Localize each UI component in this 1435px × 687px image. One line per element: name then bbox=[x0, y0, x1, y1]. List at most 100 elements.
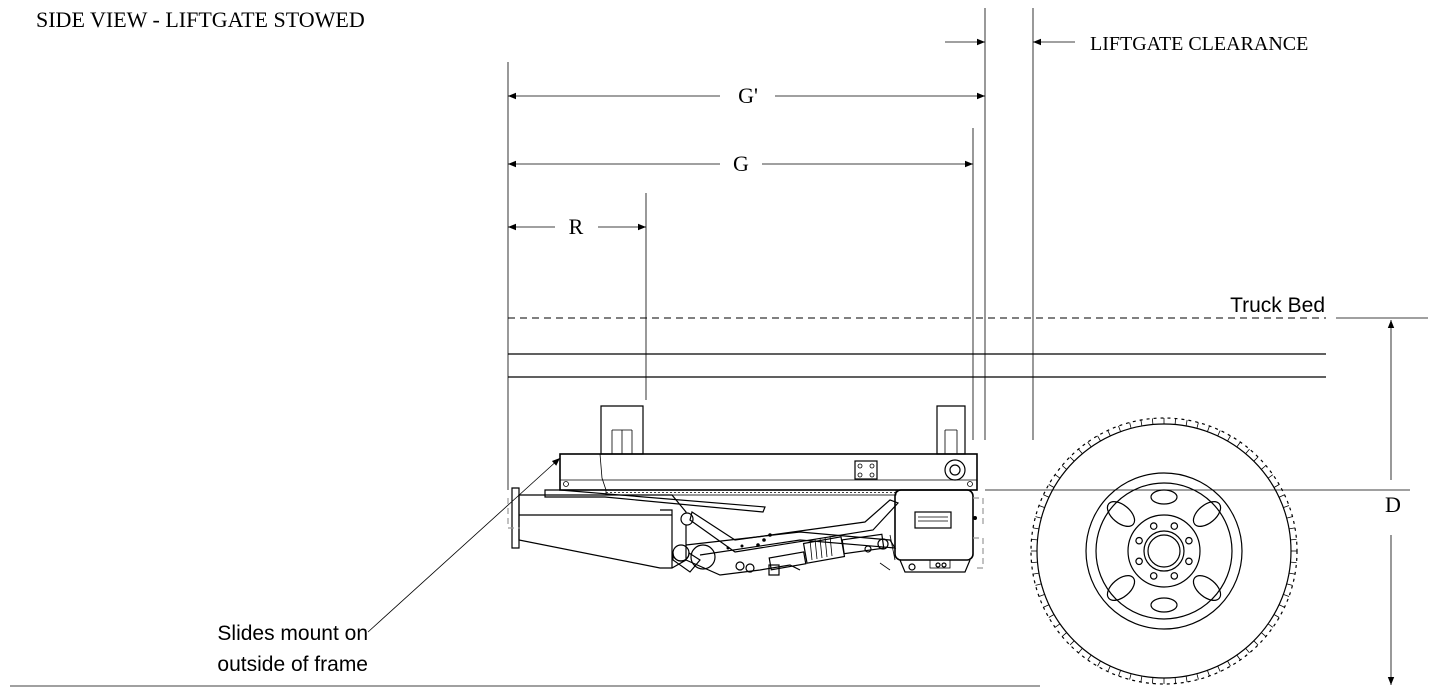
drawing-title: SIDE VIEW - LIFTGATE STOWED bbox=[36, 7, 365, 32]
tread-tick bbox=[1217, 665, 1221, 672]
tread-tick bbox=[1038, 505, 1045, 508]
tread-tick bbox=[1196, 673, 1199, 680]
tread-tick bbox=[1069, 640, 1075, 646]
tread-tick bbox=[1217, 430, 1221, 437]
tread-tick bbox=[1087, 441, 1092, 448]
tread-tick bbox=[1227, 660, 1231, 667]
tread-tick bbox=[1043, 494, 1050, 498]
tread-tick bbox=[1048, 484, 1055, 488]
tread-tick bbox=[1032, 572, 1039, 575]
r-dimension: R bbox=[508, 214, 646, 239]
lug-nut bbox=[1135, 536, 1143, 545]
tread-tick bbox=[1227, 435, 1231, 442]
tread-tick bbox=[1078, 448, 1083, 454]
tread-tick bbox=[1273, 484, 1280, 488]
tread-tick bbox=[1054, 474, 1061, 479]
lug-nuts bbox=[1135, 522, 1193, 580]
tread-tick bbox=[1061, 632, 1067, 637]
tread-tick bbox=[1261, 632, 1267, 637]
tread-tick bbox=[1043, 604, 1050, 608]
tread-tick bbox=[1061, 465, 1067, 470]
g-prime-label: G' bbox=[738, 83, 758, 108]
tread-tick bbox=[1236, 441, 1241, 448]
tread-tick bbox=[1289, 572, 1296, 575]
hydraulic-cylinder bbox=[768, 533, 896, 576]
tread-tick bbox=[1278, 494, 1285, 498]
tread-tick bbox=[1087, 654, 1092, 661]
tread-tick bbox=[1196, 422, 1199, 429]
tread-tick bbox=[1140, 676, 1143, 683]
tread-tick bbox=[1129, 673, 1132, 680]
tread-tick bbox=[1253, 456, 1259, 462]
tread-tick bbox=[1253, 640, 1259, 646]
tread-tick bbox=[1289, 527, 1296, 530]
truck-frame-rails bbox=[508, 353, 1326, 378]
slides-callout: Slides mount on outside of frame bbox=[217, 457, 561, 676]
tread-tick bbox=[1035, 516, 1042, 519]
tread-tick bbox=[1031, 561, 1038, 563]
tread-tick bbox=[1174, 418, 1176, 425]
tread-tick bbox=[1078, 648, 1083, 654]
tread-tick bbox=[1140, 419, 1143, 426]
tread-tick bbox=[1236, 654, 1241, 661]
hidden-frame-outline bbox=[507, 497, 984, 569]
lug-nut bbox=[1149, 522, 1158, 530]
rear-wheel bbox=[1030, 417, 1298, 685]
tread-tick bbox=[1290, 561, 1297, 563]
tread-tick bbox=[1129, 422, 1132, 429]
tread-tick bbox=[1107, 430, 1111, 437]
g-prime-dimension: G' bbox=[508, 83, 985, 108]
callout-line-2: outside of frame bbox=[217, 653, 368, 676]
truck-bed-label: Truck Bed bbox=[1230, 294, 1325, 317]
lift-arm bbox=[511, 487, 701, 573]
extension-lines bbox=[507, 8, 1034, 490]
tread-tick bbox=[1207, 425, 1210, 432]
tread-tick bbox=[1152, 677, 1154, 684]
d-dimension: D bbox=[985, 320, 1410, 685]
tread-tick bbox=[1031, 539, 1038, 541]
tread-tick bbox=[1097, 660, 1101, 667]
rear-bracket bbox=[936, 405, 966, 455]
tread-tick bbox=[1286, 583, 1293, 586]
tread-tick bbox=[1035, 583, 1042, 586]
tread-tick bbox=[1278, 604, 1285, 608]
front-bracket bbox=[600, 405, 644, 455]
tread-tick bbox=[1054, 623, 1061, 628]
tread-tick bbox=[1185, 676, 1188, 683]
lug-nut bbox=[1170, 522, 1179, 530]
tread-tick bbox=[1273, 614, 1280, 618]
tread-tick bbox=[1261, 465, 1267, 470]
lug-nut bbox=[1149, 572, 1158, 580]
liftgate-clearance-dimension: LIFTGATE CLEARANCE bbox=[945, 33, 1308, 55]
g-label: G bbox=[733, 151, 749, 176]
tread-tick bbox=[1207, 670, 1210, 677]
tread-tick bbox=[1152, 418, 1154, 425]
tread-tick bbox=[1107, 665, 1111, 672]
truck-bed: Truck Bed bbox=[508, 294, 1428, 319]
tread-tick bbox=[1283, 594, 1290, 597]
tread-tick bbox=[1267, 474, 1274, 479]
lug-nut bbox=[1170, 572, 1179, 580]
tread-tick bbox=[1290, 539, 1297, 541]
tread-tick bbox=[1283, 505, 1290, 508]
lug-nut bbox=[1185, 557, 1193, 566]
platform-wedge bbox=[544, 489, 766, 513]
tread-tick bbox=[1245, 648, 1250, 654]
liftgate-clearance-label: LIFTGATE CLEARANCE bbox=[1090, 33, 1308, 55]
lug-nut bbox=[1135, 557, 1143, 566]
tread-tick bbox=[1118, 670, 1121, 677]
tread-tick bbox=[1048, 614, 1055, 618]
callout-line-1: Slides mount on bbox=[217, 622, 368, 645]
d-label: D bbox=[1385, 492, 1401, 517]
tread-tick bbox=[1267, 623, 1274, 628]
tread-tick bbox=[1118, 425, 1121, 432]
r-label: R bbox=[569, 214, 584, 239]
tread-tick bbox=[1174, 677, 1176, 684]
power-unit-box bbox=[894, 489, 977, 573]
liftgate-assembly bbox=[507, 405, 984, 576]
lug-nut bbox=[1185, 536, 1193, 545]
tread-tick bbox=[1286, 516, 1293, 519]
tire-tread bbox=[1031, 418, 1297, 684]
tread-tick bbox=[1038, 594, 1045, 597]
